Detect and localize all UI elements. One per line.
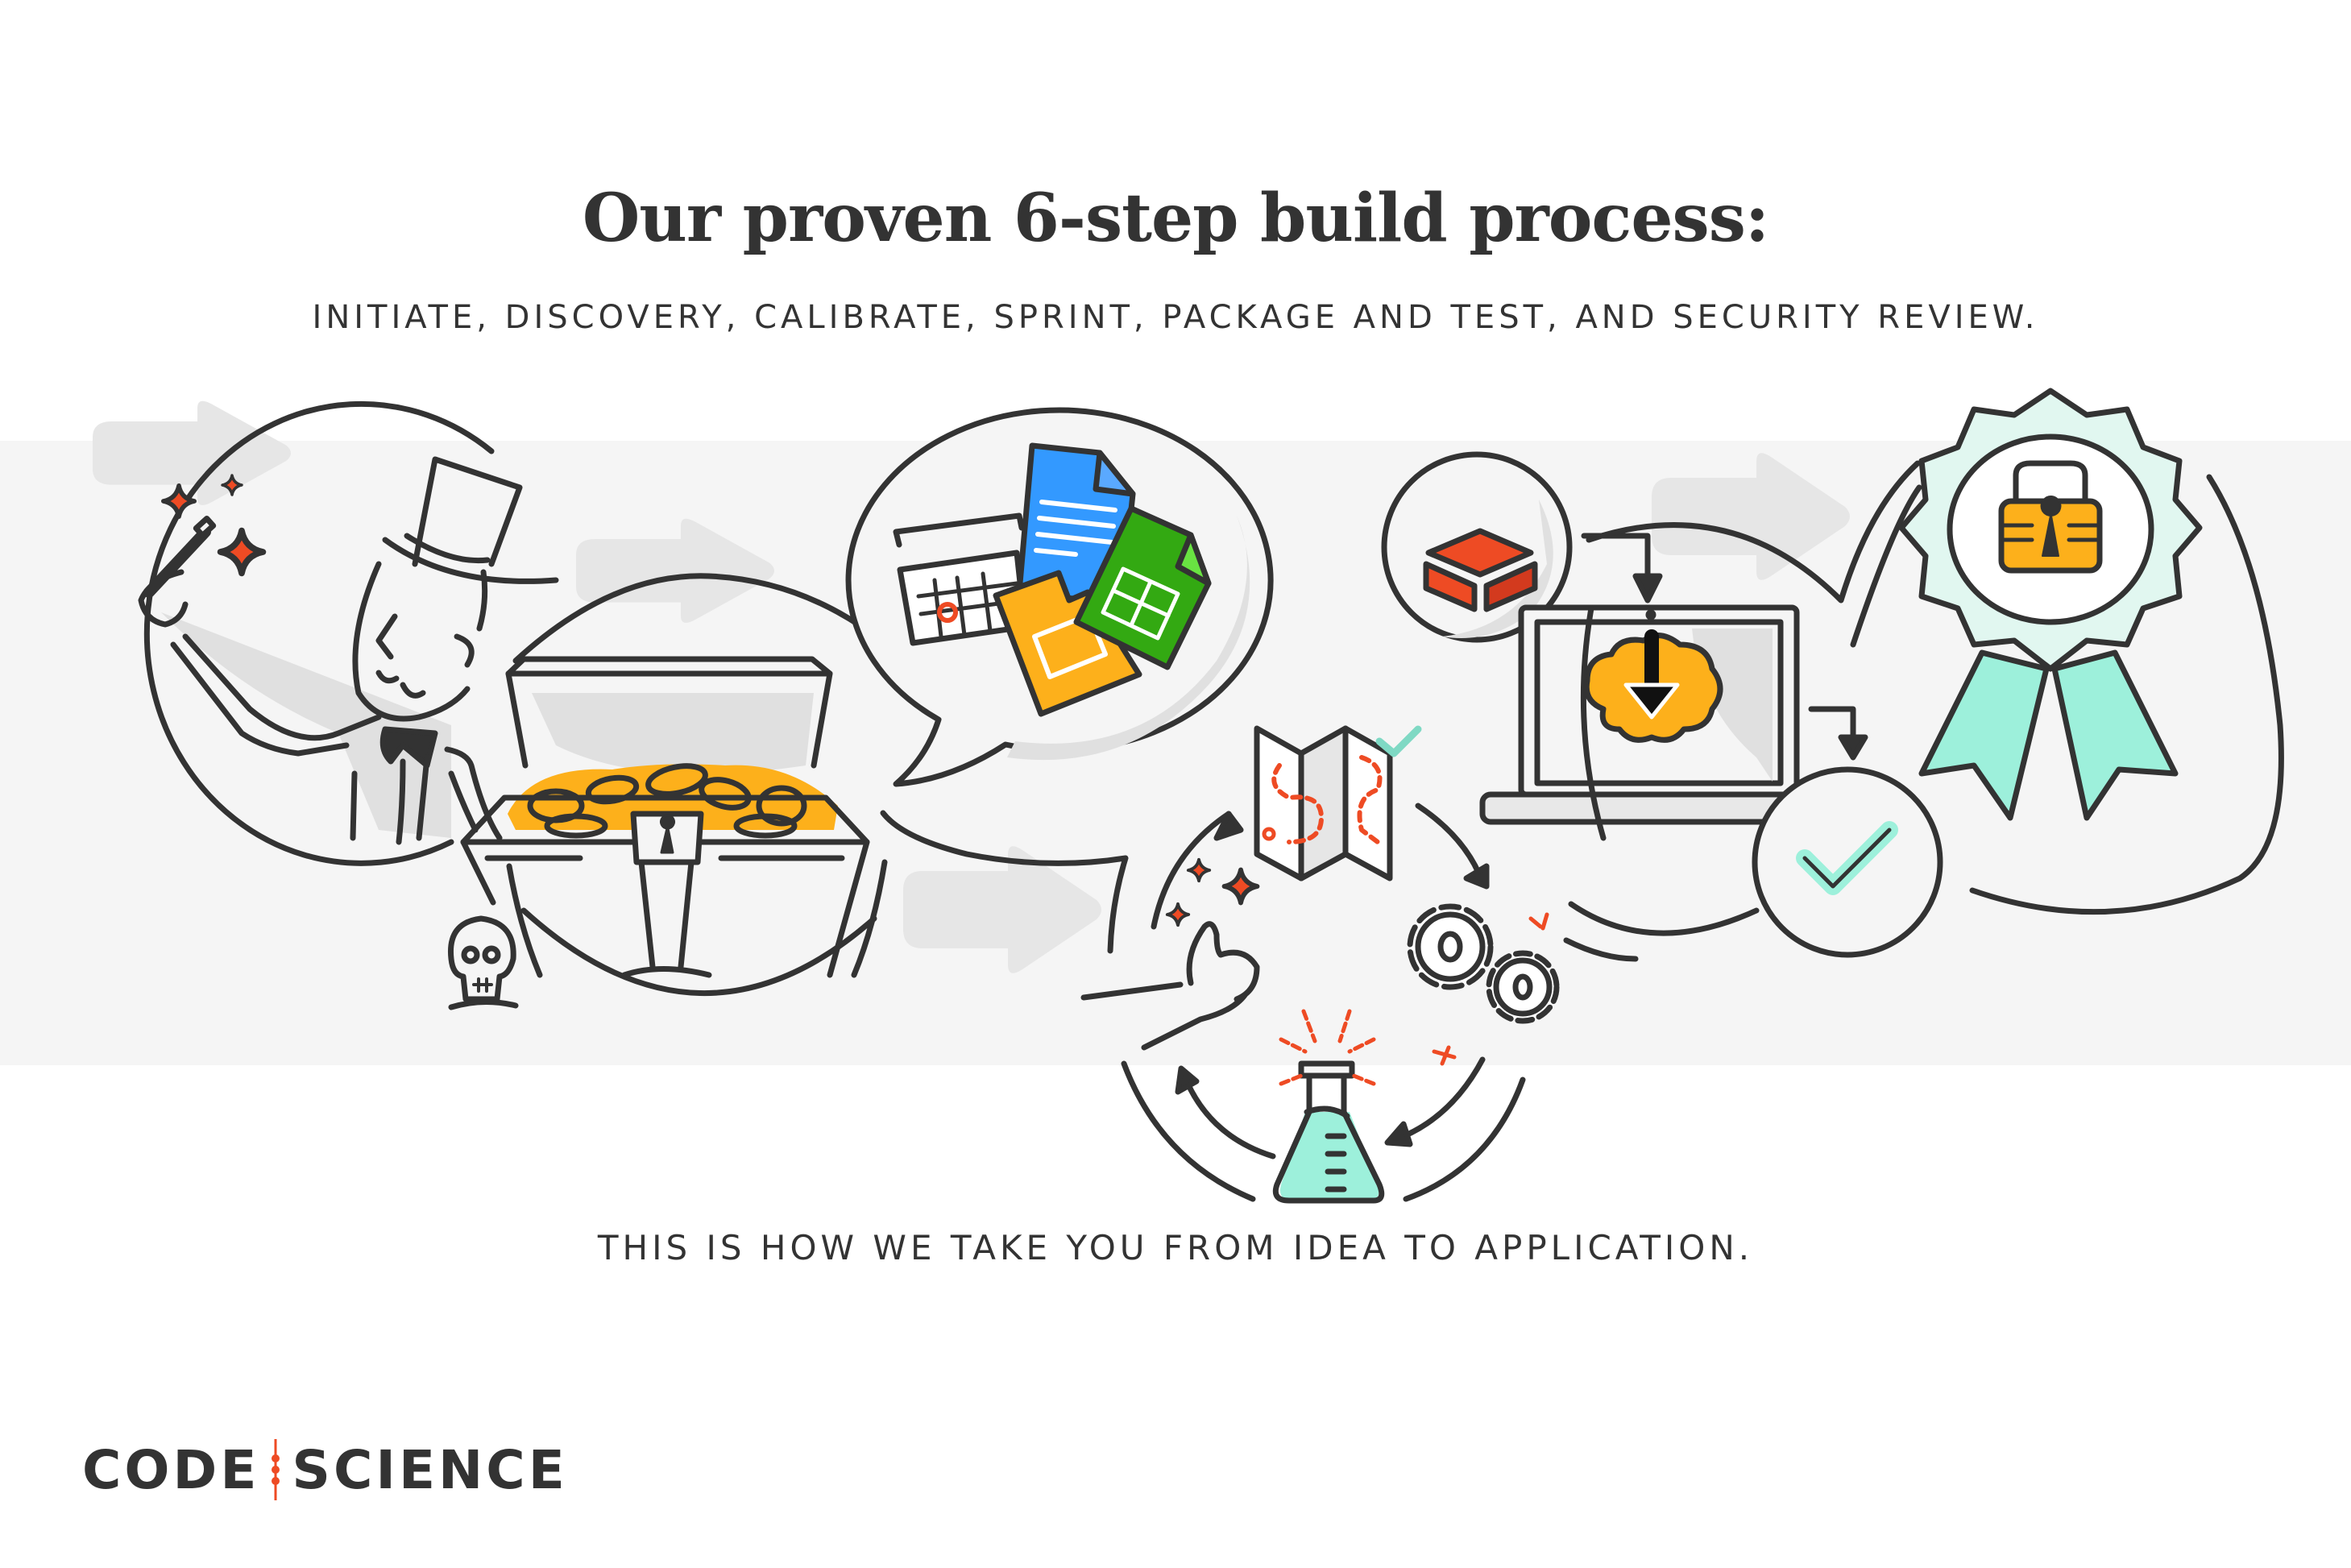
map-icon <box>1254 725 1422 881</box>
skull-icon <box>447 915 519 1010</box>
sparkle-icon <box>1165 857 1258 927</box>
flow-arrow-icon <box>1652 453 1850 580</box>
steps-subtitle: INITIATE, DISCOVERY, CALIBRATE, SPRINT, … <box>312 299 2039 336</box>
connector-line <box>880 810 1129 954</box>
checkmark-icon <box>1752 766 1943 958</box>
cloud-download-icon <box>1583 629 1723 743</box>
package-box-icon <box>1423 528 1538 612</box>
thumbs-up-icon <box>1080 921 1260 1051</box>
flask-icon <box>1272 1009 1385 1204</box>
codescience-logo: CODE SCIENCE <box>82 1438 568 1501</box>
connector-line <box>1580 605 1607 841</box>
tagline: THIS IS HOW WE TAKE YOU FROM IDEA TO APP… <box>597 1228 1754 1267</box>
logo-separator-icon <box>264 1439 287 1500</box>
connector-line <box>1586 460 1921 604</box>
logo-text-left: CODE <box>82 1438 260 1501</box>
logo-text-right: SCIENCE <box>292 1438 568 1501</box>
treasure-chest-icon <box>460 573 889 996</box>
elbow-arrow <box>1808 706 1856 740</box>
connector-line <box>1568 901 1760 936</box>
cycle-arrows-icon <box>1121 803 1639 1202</box>
award-ribbon-icon <box>1898 388 2203 821</box>
padlock-icon <box>1998 460 2103 574</box>
spreadsheet-icon <box>1073 505 1212 670</box>
gears-icon <box>1407 903 1560 1066</box>
security-circle <box>1969 474 2284 915</box>
magician-icon <box>138 400 559 866</box>
flow-arrow-icon <box>576 518 774 623</box>
page-title: Our proven 6-step build process: <box>582 180 1769 257</box>
